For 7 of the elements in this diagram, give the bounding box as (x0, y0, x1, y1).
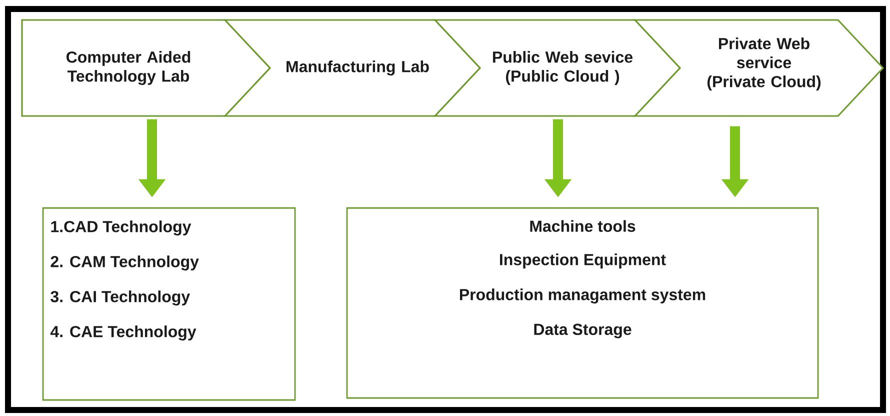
chevron-step: Manufacturing Lab (223, 19, 482, 117)
list-box: Machine tools Inspection Equipment Production managament system Data Storage (346, 207, 819, 399)
chevron-step: Computer Aided Technology Lab (21, 19, 272, 117)
list-box: 1.CAD Technology 2. CAM Technology 3. CAI Technology 4. CAE Technology (42, 207, 296, 401)
chevron-step: Private Web service (Private Cloud) (633, 19, 884, 117)
chevron-step: Public Web sevice (Public Cloud ) (433, 19, 682, 117)
node-label: Private Web service (Private Cloud) (707, 38, 821, 90)
